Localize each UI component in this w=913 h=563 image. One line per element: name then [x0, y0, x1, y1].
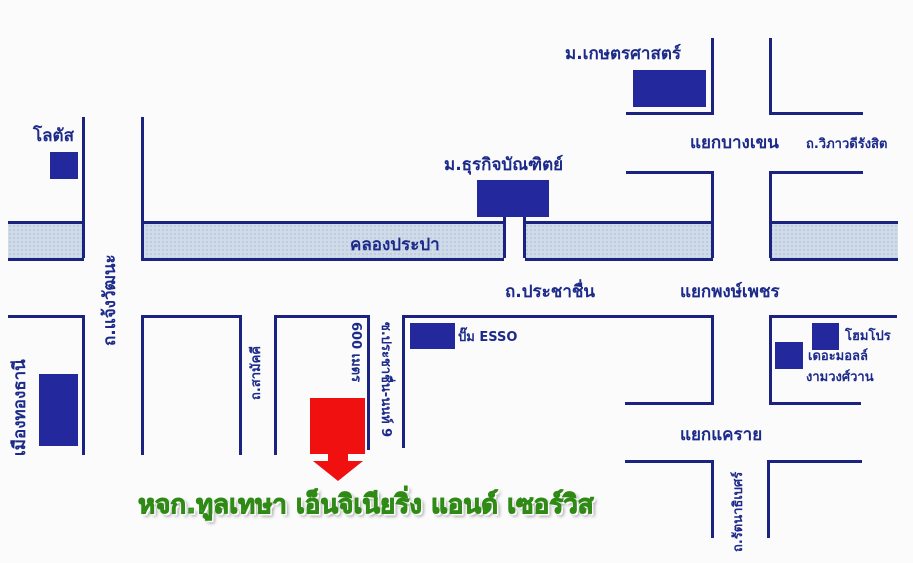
road-edge [625, 460, 714, 463]
road-edge [769, 112, 863, 115]
road-edge [769, 38, 772, 114]
homepro-label: โฮมโปร [845, 329, 891, 344]
bridge-edge [503, 216, 506, 258]
dhurakij-label: ม.ธุรกิจบัณฑิตย์ [444, 155, 564, 175]
pong-phet-junction-label: แยกพงษ์เพชร [680, 282, 780, 302]
road-edge [82, 315, 85, 455]
samakkhi-road-label: ถ.สามัคคี [249, 345, 264, 400]
road-edge [274, 315, 277, 455]
the-mall-label-2: งามวงศ์วาน [806, 370, 874, 385]
road-edge [274, 315, 370, 318]
soi-prachachuen-label: ซ.ประชาชื่น-นนท์ 9 [378, 322, 393, 438]
road-edge [141, 315, 144, 455]
road-edge [769, 315, 897, 318]
road-edge [767, 460, 770, 538]
lotus-label: โลตัส [33, 126, 74, 146]
chaeng-watthana-road-label: ถ.แจ้งวัฒนะ [100, 254, 120, 346]
kasetsart-label: ม.เกษตรศาสตร์ [565, 44, 682, 64]
canal-segment [141, 221, 504, 261]
road-edge [769, 315, 772, 404]
destination-label: หจก.ทูลเทษา เอ็นจิเนียริ่ง แอนด์ เซอร์วิ… [138, 490, 595, 521]
road-edge [711, 171, 714, 258]
canal-segment [8, 221, 84, 261]
road-edge [141, 117, 144, 258]
canal-segment [525, 221, 713, 261]
road-edge [402, 315, 405, 448]
road-edge [141, 315, 241, 318]
the-mall-label: เดอะมอลล์ [808, 349, 868, 364]
bang-khen-junction-label: แยกบางเขน [690, 133, 779, 153]
road-edge [711, 460, 714, 538]
road-edge [625, 402, 714, 405]
road-edge [82, 117, 85, 258]
canal-segment [770, 221, 898, 261]
khae-rai-junction-label: แยกแคราย [680, 425, 763, 445]
esso-label: ปั๊ม ESSO [458, 330, 518, 345]
the-mall-building [775, 342, 803, 369]
prachachuen-road-label: ถ.ประชาชื่น [505, 282, 596, 302]
canal-label: คลองประปา [350, 235, 440, 255]
road-edge [711, 38, 714, 114]
road-edge [626, 171, 714, 174]
vibhavadi-road-label: ถ.วิภาวดีรังสิต [806, 137, 888, 152]
road-edge [767, 460, 862, 463]
distance-label: 600 เมตร [348, 322, 363, 383]
road-edge [239, 315, 242, 455]
bridge-edge [523, 216, 526, 258]
dhurakij-building [477, 180, 549, 217]
homepro-building [812, 323, 839, 350]
rattanathibet-road-label: ถ.รัตนาธิเบศร์ [731, 471, 746, 552]
road-edge [402, 315, 714, 318]
esso-building [410, 323, 455, 349]
lotus-building [50, 152, 78, 179]
road-edge [626, 112, 714, 115]
road-edge [367, 315, 370, 450]
road-edge [769, 171, 772, 258]
road-edge [769, 171, 863, 174]
road-edge [769, 402, 861, 405]
kasetsart-building [633, 70, 706, 107]
road-edge [711, 315, 714, 404]
road-edge [8, 315, 85, 318]
muang-thong-label: เมืองทองธานี [10, 359, 30, 456]
muang-thong-building [39, 374, 78, 446]
